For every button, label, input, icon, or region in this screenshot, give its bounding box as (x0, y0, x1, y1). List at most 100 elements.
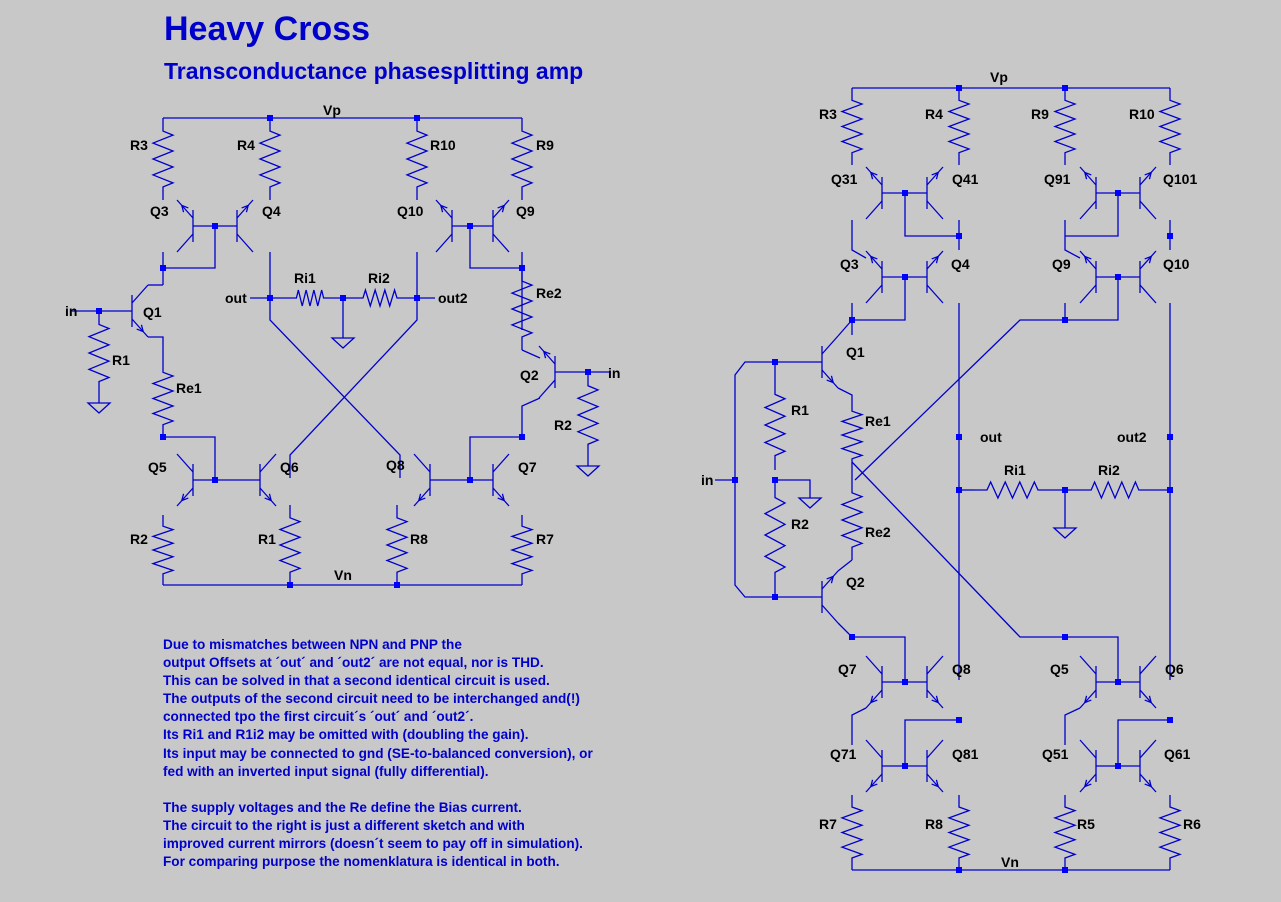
junction-dot (902, 679, 908, 685)
junction-dot (1167, 233, 1173, 239)
note-line: The circuit to the right is just a diffe… (163, 817, 525, 833)
resistor (258, 118, 282, 200)
label-r9: R9 (536, 137, 554, 153)
junction-dot (267, 115, 273, 121)
junction-dot (1062, 85, 1068, 91)
junction-dot (212, 477, 218, 483)
junction-dot (772, 477, 778, 483)
label-r8-r: R8 (925, 816, 943, 832)
transistor-q4 (236, 199, 254, 253)
wire (163, 226, 216, 269)
transistor-q10 (435, 199, 453, 253)
label-q2: Q2 (520, 367, 539, 383)
label-q71: Q71 (830, 746, 857, 762)
ground-icon (330, 337, 356, 349)
junction-dot (1115, 679, 1121, 685)
note-line: Its Ri1 and R1i2 may be omitted with (do… (163, 727, 529, 743)
junction-dot (1062, 317, 1068, 323)
wire (521, 349, 541, 359)
ground-icon (86, 402, 112, 414)
label-r1-r: R1 (791, 402, 809, 418)
wire (851, 461, 1065, 638)
label-r10-r: R10 (1129, 106, 1155, 122)
ground-icon (797, 497, 823, 509)
resistor (1053, 795, 1077, 870)
wire (163, 436, 216, 480)
label-q10: Q10 (397, 203, 424, 219)
label-q2-r: Q2 (846, 574, 865, 590)
label-r3-r: R3 (819, 106, 837, 122)
resistor (947, 88, 971, 165)
resistor (510, 268, 534, 350)
label-re1: Re1 (176, 380, 202, 396)
note-line: improved current mirrors (doesn´t seem t… (163, 836, 583, 852)
wires (72, 87, 1171, 871)
note-line: For comparing purpose the nomenklatura i… (163, 854, 560, 870)
junctions (96, 85, 1173, 873)
note-line: Due to mismatches between NPN and PNP th… (163, 637, 462, 652)
junction-dot (414, 295, 420, 301)
transistor-q2r (821, 570, 839, 624)
transistor-q3r (865, 250, 883, 304)
wire (854, 303, 1066, 481)
junction-dot (956, 85, 962, 91)
label-q31: Q31 (831, 171, 858, 187)
label-r10: R10 (430, 137, 456, 153)
label-in-r: in (701, 472, 713, 488)
label-ri1-r: Ri1 (1004, 462, 1026, 478)
label-r9-r: R9 (1031, 106, 1049, 122)
label-r5-r: R5 (1077, 816, 1095, 832)
wire (851, 220, 867, 259)
label-vp-r: Vp (990, 69, 1008, 85)
label-q7: Q7 (518, 459, 537, 475)
label-re1-r: Re1 (865, 413, 891, 429)
resistor (87, 311, 111, 395)
junction-dot (394, 582, 400, 588)
transistor-q7 (492, 453, 510, 507)
transistor-q6 (259, 453, 277, 507)
label-q8-r: Q8 (952, 661, 971, 677)
label-q7-r: Q7 (838, 661, 857, 677)
wire (1065, 636, 1119, 682)
resistor (1080, 480, 1150, 500)
resistor (385, 505, 409, 585)
transistor-q6r (1139, 655, 1157, 709)
wire (1064, 220, 1081, 259)
transistor-q101 (1139, 166, 1157, 220)
transistor-q9 (492, 199, 510, 253)
junction-dot (467, 223, 473, 229)
junction-dot (1062, 634, 1068, 640)
label-r2: R2 (130, 531, 148, 547)
label-r4-r: R4 (925, 106, 943, 122)
junction-dot (902, 190, 908, 196)
label-r6-r: R6 (1183, 816, 1201, 832)
label-q3-r: Q3 (840, 256, 859, 272)
label-q3: Q3 (150, 203, 169, 219)
wire (734, 361, 775, 598)
junction-dot (1115, 274, 1121, 280)
label-r2-r: R2 (791, 516, 809, 532)
junction-dot (772, 594, 778, 600)
transistor-q9r (1079, 250, 1097, 304)
label-r7: R7 (536, 531, 554, 547)
label-r1: R1 (112, 352, 130, 368)
transistor-q10r (1139, 250, 1157, 304)
wire (852, 277, 906, 321)
transistor-q3 (176, 199, 194, 253)
label-q4-r: Q4 (951, 256, 970, 272)
wire (148, 336, 164, 360)
label-q8: Q8 (386, 457, 405, 473)
note-line: The outputs of the second circuit need t… (163, 691, 580, 707)
resistor (151, 360, 175, 437)
label-q9: Q9 (516, 203, 535, 219)
junction-dot (849, 634, 855, 640)
resistor (975, 480, 1050, 500)
wire (837, 387, 853, 400)
label-q5-r: Q5 (1050, 661, 1069, 677)
label-r3: R3 (130, 137, 148, 153)
note-line: Its input may be connected to gnd (SE-to… (163, 745, 593, 761)
junction-dot (1062, 867, 1068, 873)
resistor (1158, 88, 1182, 165)
